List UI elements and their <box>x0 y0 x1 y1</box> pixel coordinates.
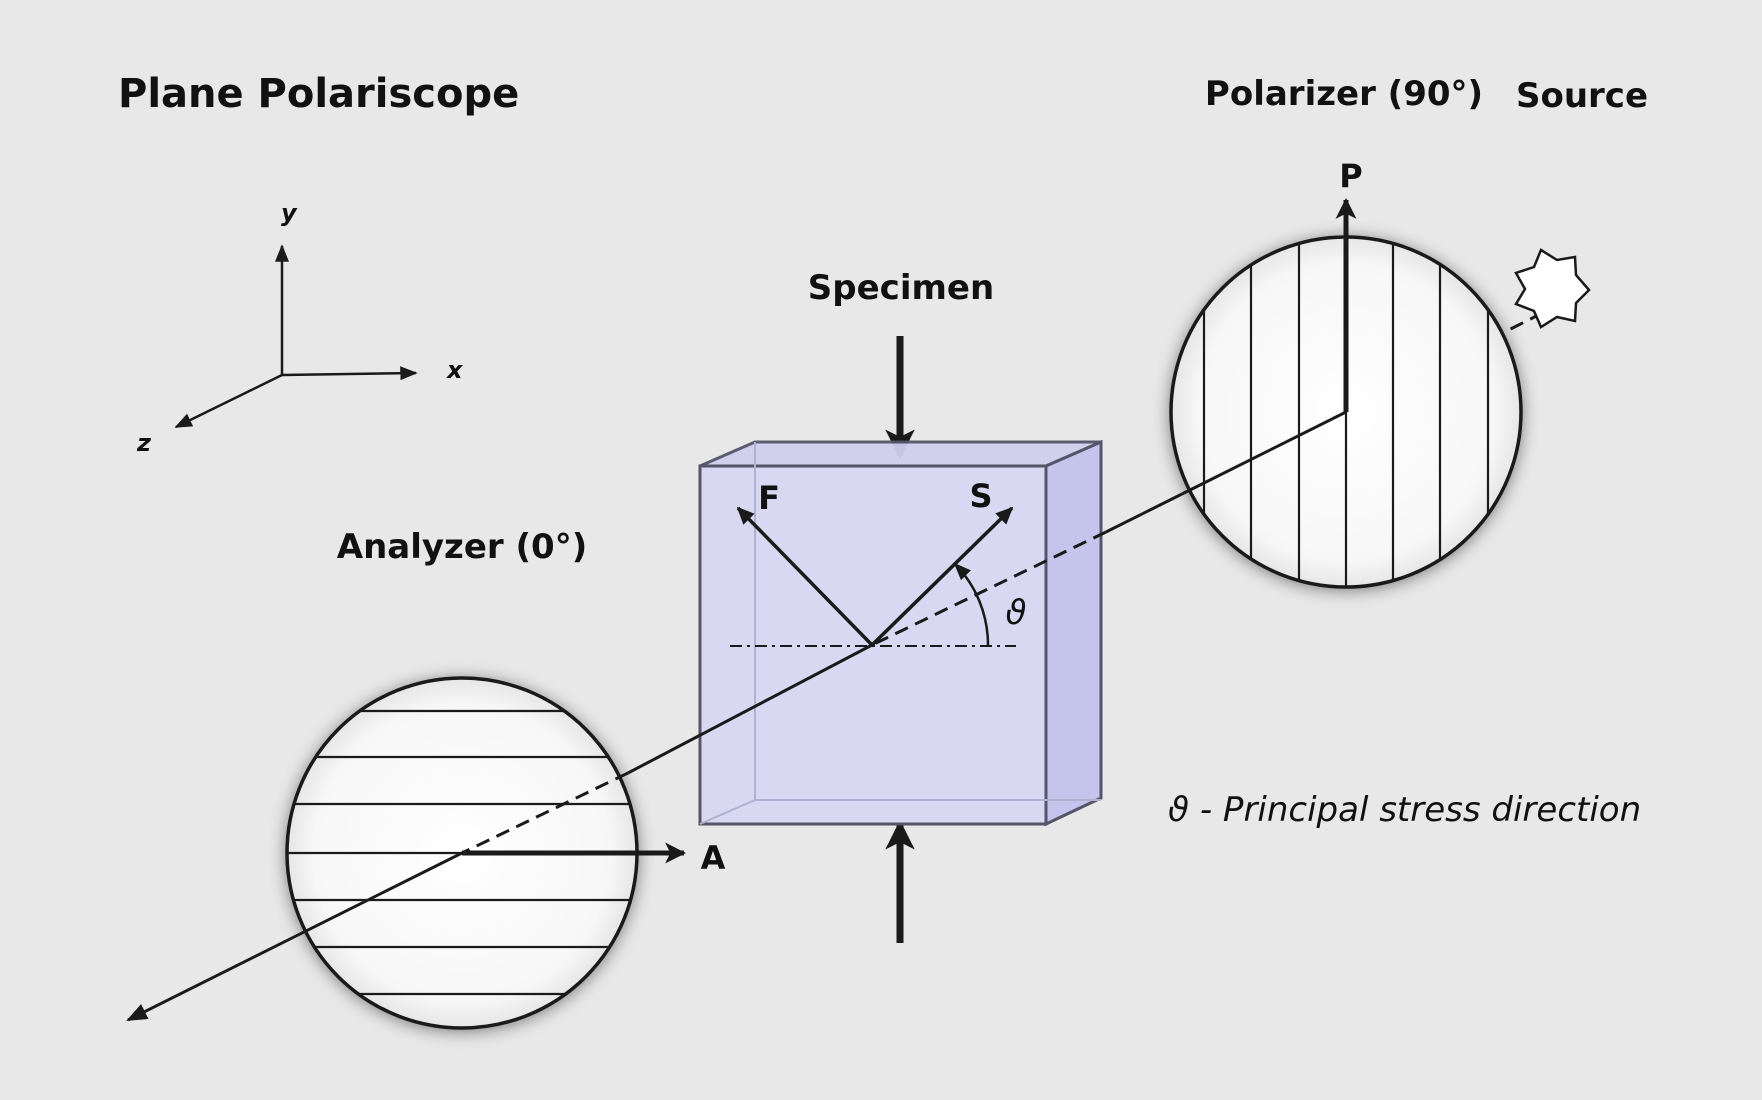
slow-axis-label: S <box>969 477 992 515</box>
specimen-label: Specimen <box>808 268 994 308</box>
x-axis-label: x <box>446 356 464 384</box>
x-axis <box>281 366 418 381</box>
specimen-top-face <box>699 440 1102 468</box>
source-label: Source <box>1516 76 1648 116</box>
analyzer-label: Analyzer (0°) <box>337 527 587 567</box>
y-axis-label: y <box>281 199 298 227</box>
specimen-side-face <box>1044 439 1103 827</box>
light-path-polarizer-solid <box>1181 410 1347 496</box>
z-axis <box>174 373 283 429</box>
coordinate-axes: y x z <box>136 199 464 457</box>
light-path-analyzer-dashed <box>461 771 629 855</box>
light-source-icon <box>1514 248 1591 329</box>
theta-legend: ϑ - Principal stress direction <box>1168 790 1641 830</box>
polarizer-axis-label: P <box>1339 157 1362 195</box>
light-path-specimen-solid <box>627 643 873 775</box>
theta-arc <box>953 562 990 646</box>
analyzer-axis-label: A <box>701 839 726 877</box>
slow-axis-arrow <box>870 506 1014 647</box>
theta-label: ϑ <box>1005 593 1026 633</box>
diagram-title: Plane Polariscope <box>118 71 519 117</box>
light-path-gap <box>1105 492 1183 534</box>
z-axis-label: z <box>136 429 152 457</box>
fast-axis-label: F <box>758 479 780 517</box>
fast-axis-arrow <box>736 506 874 647</box>
light-path-exit <box>126 851 463 1022</box>
polarizer-label: Polarizer (90°) <box>1205 74 1483 114</box>
